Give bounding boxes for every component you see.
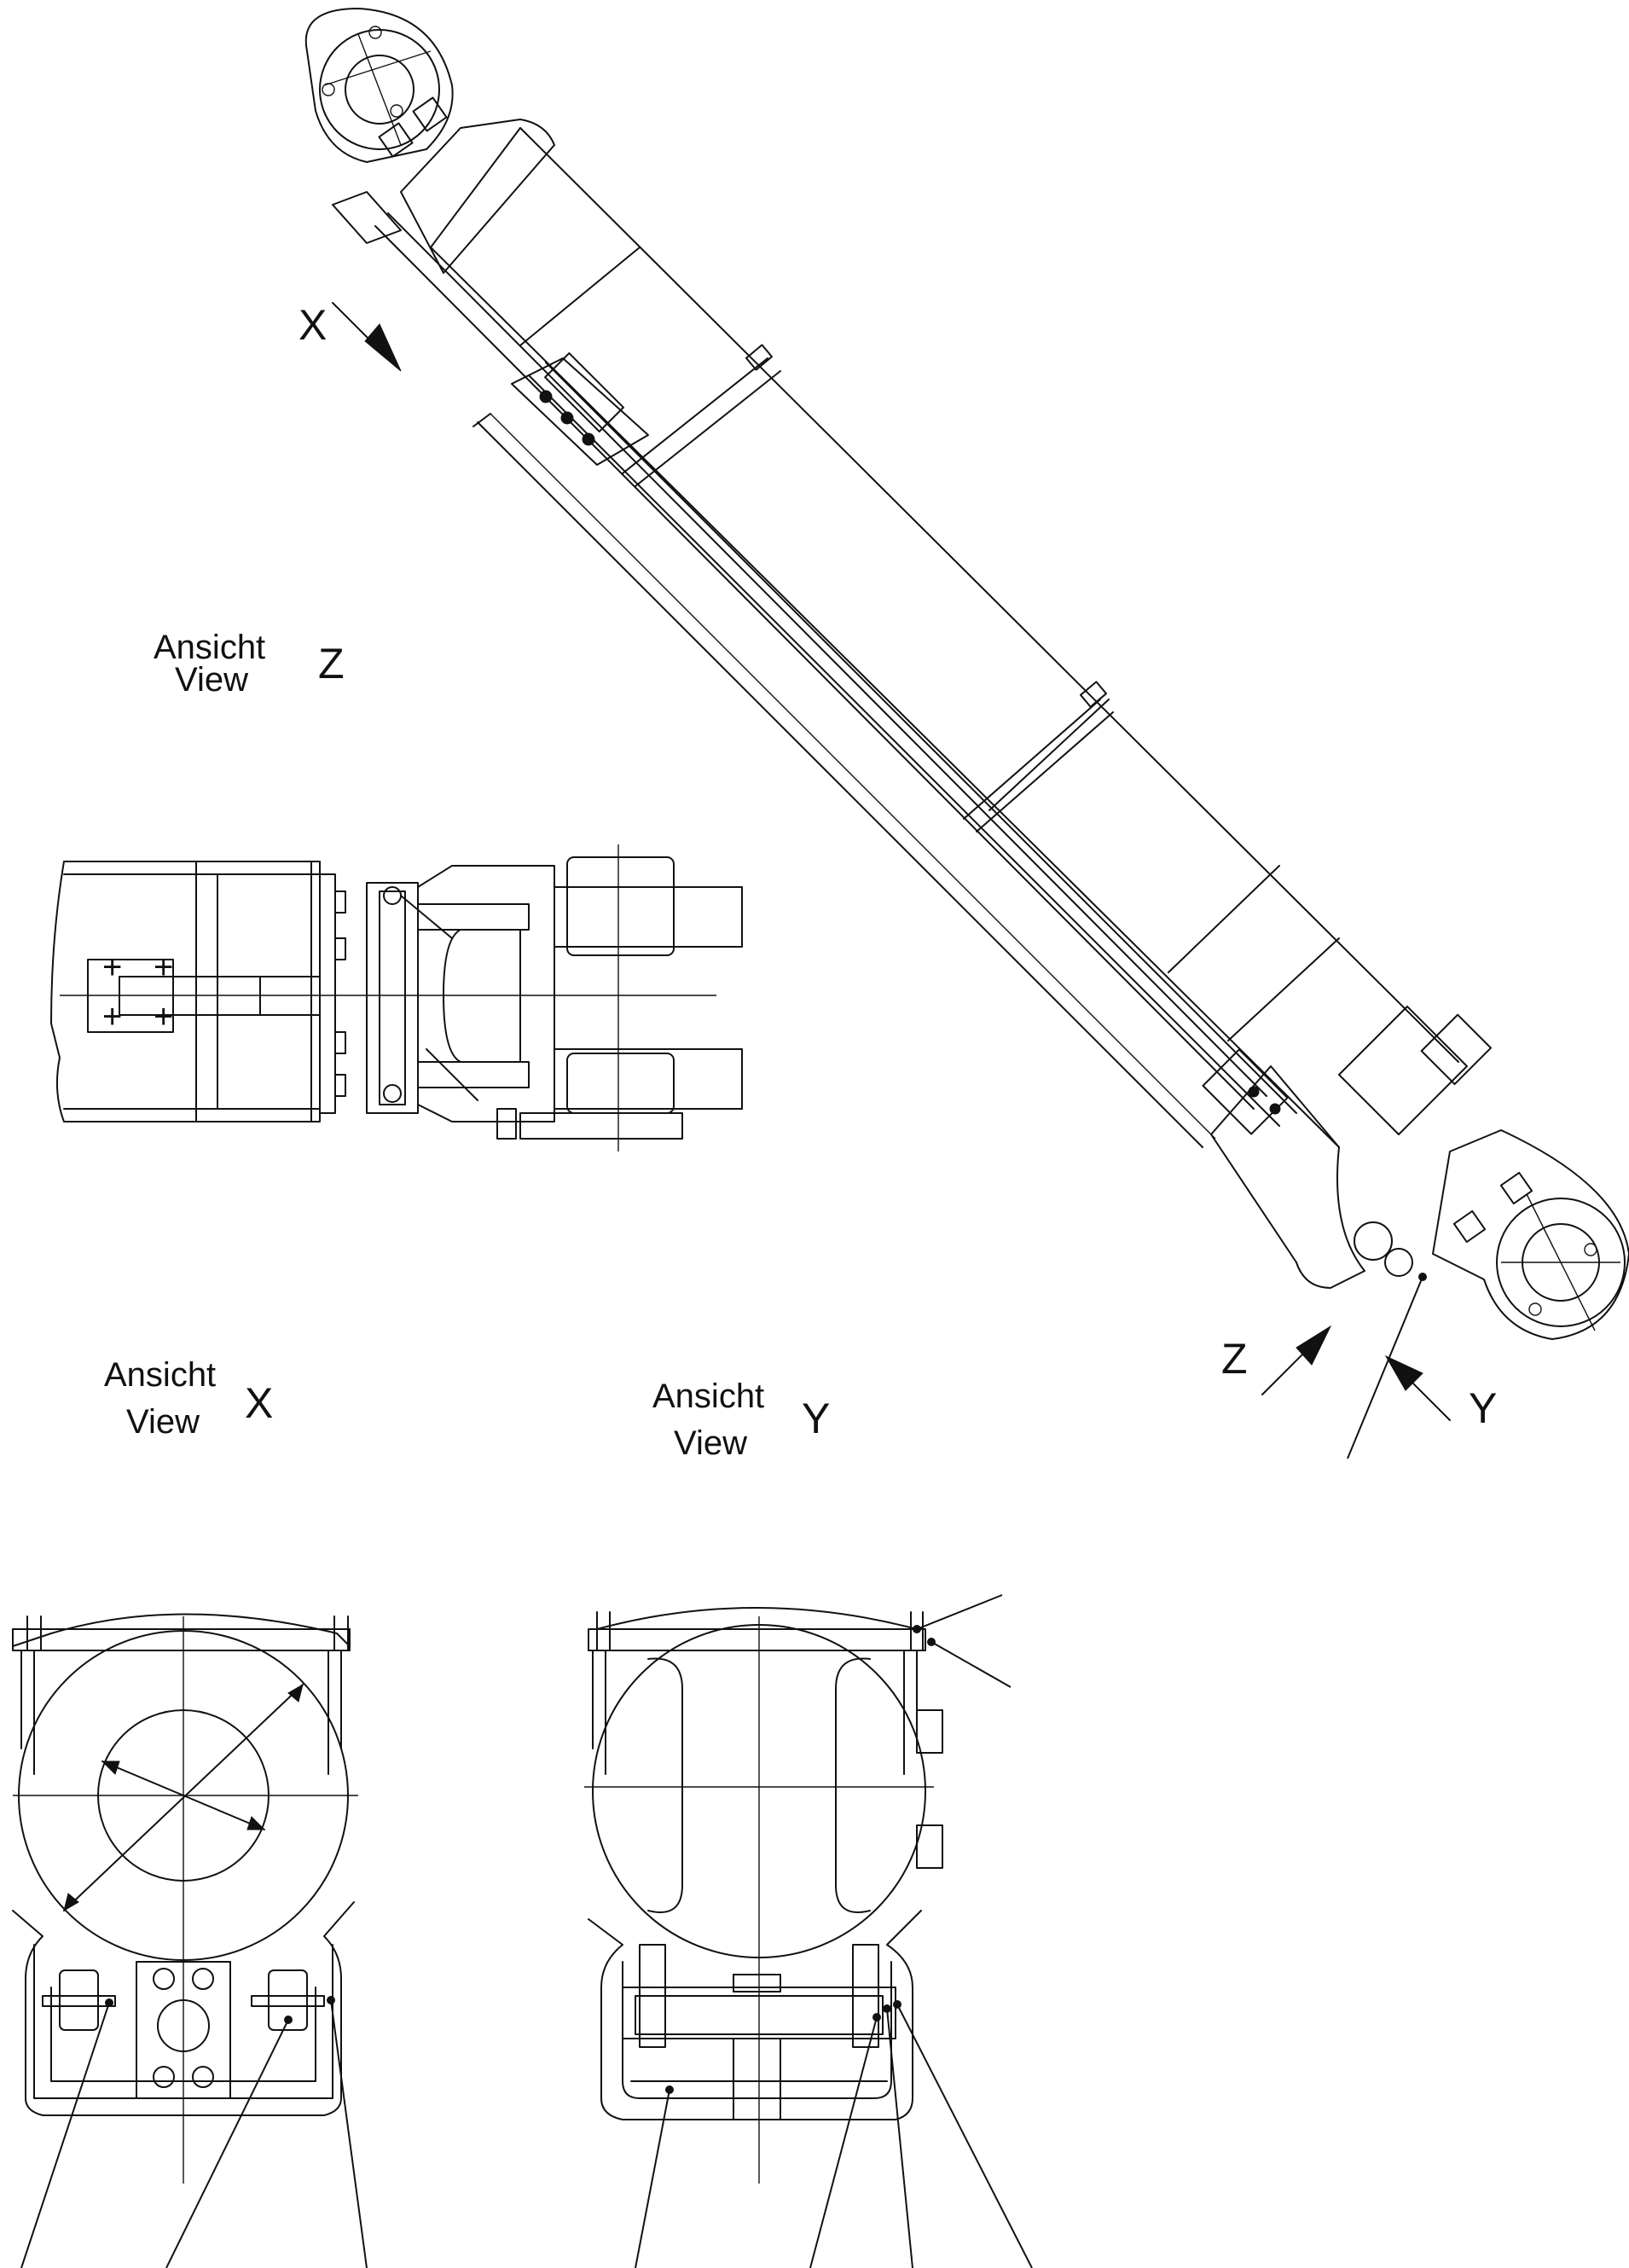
cylinder-barrel	[430, 127, 1459, 1148]
view-y-label: Ansicht View Y	[652, 1378, 830, 1462]
bottom-end-block	[1202, 1006, 1493, 1289]
view-x-drawing	[12, 1613, 368, 2268]
svg-text:View: View	[175, 661, 248, 699]
hydraulic-cylinder-main-view	[304, 8, 1629, 1459]
arrow-x-letter: X	[299, 301, 327, 349]
top-rod-eye	[304, 8, 454, 163]
hydraulic-tubes	[374, 212, 1297, 1148]
svg-text:X: X	[245, 1379, 273, 1427]
arrow-z: Z	[1221, 1325, 1332, 1395]
svg-text:+: +	[102, 998, 122, 1035]
svg-text:+: +	[154, 998, 173, 1035]
svg-text:View: View	[674, 1424, 747, 1462]
view-z-drawing: + + + +	[50, 844, 743, 1151]
svg-text:Y: Y	[802, 1395, 830, 1442]
bottom-rod-eye	[1432, 1129, 1629, 1340]
svg-text:Ansicht: Ansicht	[652, 1378, 764, 1415]
svg-text:View: View	[126, 1403, 200, 1441]
svg-text:+: +	[102, 948, 122, 986]
svg-text:+: +	[154, 948, 173, 986]
arrow-x: X	[299, 301, 402, 372]
view-x-label: Ansicht View X	[104, 1356, 273, 1441]
view-z-label: Ansicht View Z	[154, 629, 345, 699]
svg-text:Ansicht: Ansicht	[104, 1356, 216, 1394]
arrow-y-letter: Y	[1469, 1384, 1497, 1432]
svg-text:Z: Z	[318, 640, 345, 687]
arrow-y: Y	[1384, 1354, 1497, 1432]
view-y-drawing	[584, 1594, 1033, 2268]
svg-text:Ansicht: Ansicht	[154, 629, 265, 666]
arrow-z-letter: Z	[1221, 1335, 1248, 1383]
valve-block	[472, 352, 649, 466]
